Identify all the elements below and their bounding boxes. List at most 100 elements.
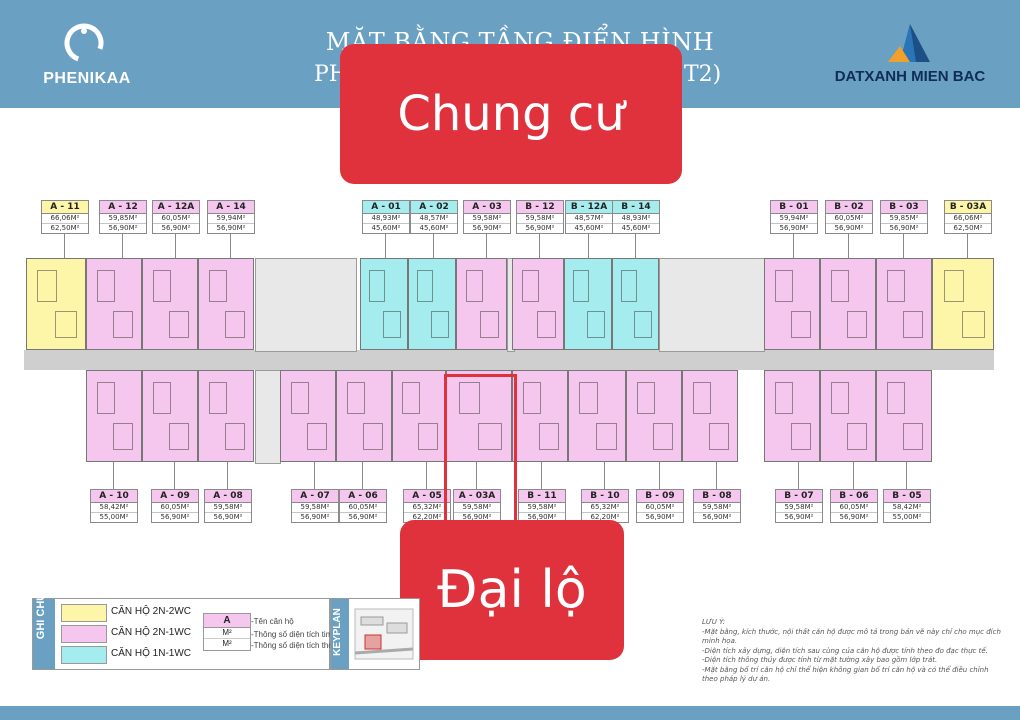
unit-area-net: 55,00M² — [892, 513, 922, 521]
notes-block: LƯU Ý: -Mặt bằng, kích thước, nội thất c… — [702, 618, 1006, 685]
label-leader-line — [604, 462, 605, 489]
phenikaa-wordmark: PHENIKAA — [43, 70, 131, 87]
label-leader-line — [716, 462, 717, 489]
label-leader-line — [230, 233, 231, 258]
keyplan-site-map — [354, 608, 414, 660]
unit-area-wall: 59,58M² — [694, 503, 740, 513]
label-leader-line — [967, 233, 968, 258]
label-leader-line — [433, 233, 434, 258]
unit-block-top — [198, 258, 254, 350]
unit-block-top — [142, 258, 198, 350]
unit-block-bottom — [142, 370, 198, 462]
unit-area-wall: 59,58M² — [776, 503, 822, 513]
unit-area-wall: 59,94M² — [208, 214, 254, 224]
unit-area-net: 45,60M² — [621, 224, 651, 232]
unit-block-bottom — [682, 370, 738, 462]
unit-block-top — [876, 258, 932, 350]
unit-code: B - 01 — [771, 201, 817, 214]
unit-code: A - 03A — [454, 490, 500, 503]
unit-code: A - 10 — [91, 490, 137, 503]
unit-area-wall: 48,93M² — [363, 214, 409, 224]
label-leader-line — [426, 462, 427, 489]
label-leader-line — [362, 462, 363, 489]
legend-swatch-1n1wc — [61, 646, 107, 664]
label-leader-line — [174, 462, 175, 489]
overlay-apartment-label: Chung cư — [340, 44, 682, 184]
unit-block-bottom — [820, 370, 876, 462]
unit-code: B - 03 — [881, 201, 927, 214]
label-leader-line — [903, 233, 904, 258]
label-leader-line — [64, 233, 65, 258]
unit-block-bottom — [876, 370, 932, 462]
unit-code: A - 12 — [100, 201, 146, 214]
legend-key-m1: M² — [204, 628, 250, 639]
legend-label-2n2wc: CĂN HỘ 2N-2WC — [111, 606, 192, 617]
label-leader-line — [476, 462, 477, 489]
label-leader-line — [314, 462, 315, 489]
unit-code: B - 14 — [613, 201, 659, 214]
unit-area-wall: 60,05M² — [831, 503, 877, 513]
unit-area-wall: 48,57M² — [411, 214, 457, 224]
keyplan-title: KEYPLAN — [332, 608, 343, 656]
stair-left-bottom — [255, 370, 281, 464]
label-leader-line — [848, 233, 849, 258]
unit-area-wall: 48,93M² — [613, 214, 659, 224]
unit-block-bottom — [626, 370, 682, 462]
unit-code: A - 03 — [464, 201, 510, 214]
label-leader-line — [798, 462, 799, 489]
unit-code: B - 07 — [776, 490, 822, 503]
legend-swatch-2n1wc — [61, 625, 107, 643]
unit-block-top — [512, 258, 564, 350]
unit-code: B - 08 — [694, 490, 740, 503]
unit-area-wall: 58,42M² — [91, 503, 137, 513]
footer-band — [0, 706, 1020, 720]
notes-title: LƯU Ý: — [702, 618, 726, 626]
legend-key-desc-code: -Tên căn hộ — [251, 617, 294, 626]
unit-area-net: 56,90M² — [889, 224, 919, 232]
unit-block-bottom — [336, 370, 392, 462]
notes-line: -Diện tích xây dựng, diện tích sau cùng … — [702, 646, 988, 655]
unit-area-net: 56,90M² — [784, 513, 814, 521]
unit-area-net: 62,20M² — [590, 513, 620, 521]
label-leader-line — [906, 462, 907, 489]
unit-block-top — [764, 258, 820, 350]
unit-code: A - 07 — [292, 490, 338, 503]
unit-area-wall: 59,85M² — [881, 214, 927, 224]
unit-area-wall: 59,94M² — [771, 214, 817, 224]
notes-line: -Mặt bằng, kích thước, nội thất căn hộ đ… — [702, 627, 1001, 646]
core-right — [659, 258, 765, 352]
core-left — [255, 258, 357, 352]
unit-area-wall: 59,85M² — [100, 214, 146, 224]
unit-area-wall: 58,42M² — [884, 503, 930, 513]
unit-code: A - 01 — [363, 201, 409, 214]
datxanh-logo: DATXANH MIEN BAC — [820, 22, 1000, 92]
unit-block-top — [612, 258, 659, 350]
datxanh-triangle-icon — [888, 24, 930, 62]
label-leader-line — [175, 233, 176, 258]
unit-area-net: 56,90M² — [161, 224, 191, 232]
keyplan-box: KEYPLAN — [330, 598, 420, 670]
label-leader-line — [385, 233, 386, 258]
boulevard-highlight-frame — [444, 374, 517, 524]
unit-area-net: 56,90M² — [462, 513, 492, 521]
unit-code: B - 03A — [945, 201, 991, 214]
unit-code: A - 14 — [208, 201, 254, 214]
unit-area-wall: 60,05M² — [637, 503, 683, 513]
unit-code: B - 02 — [826, 201, 872, 214]
unit-block-top — [26, 258, 86, 350]
legend-key-m2: M² — [222, 639, 232, 648]
unit-area-net: 56,90M² — [527, 513, 557, 521]
unit-area-wall: 60,05M² — [152, 503, 198, 513]
